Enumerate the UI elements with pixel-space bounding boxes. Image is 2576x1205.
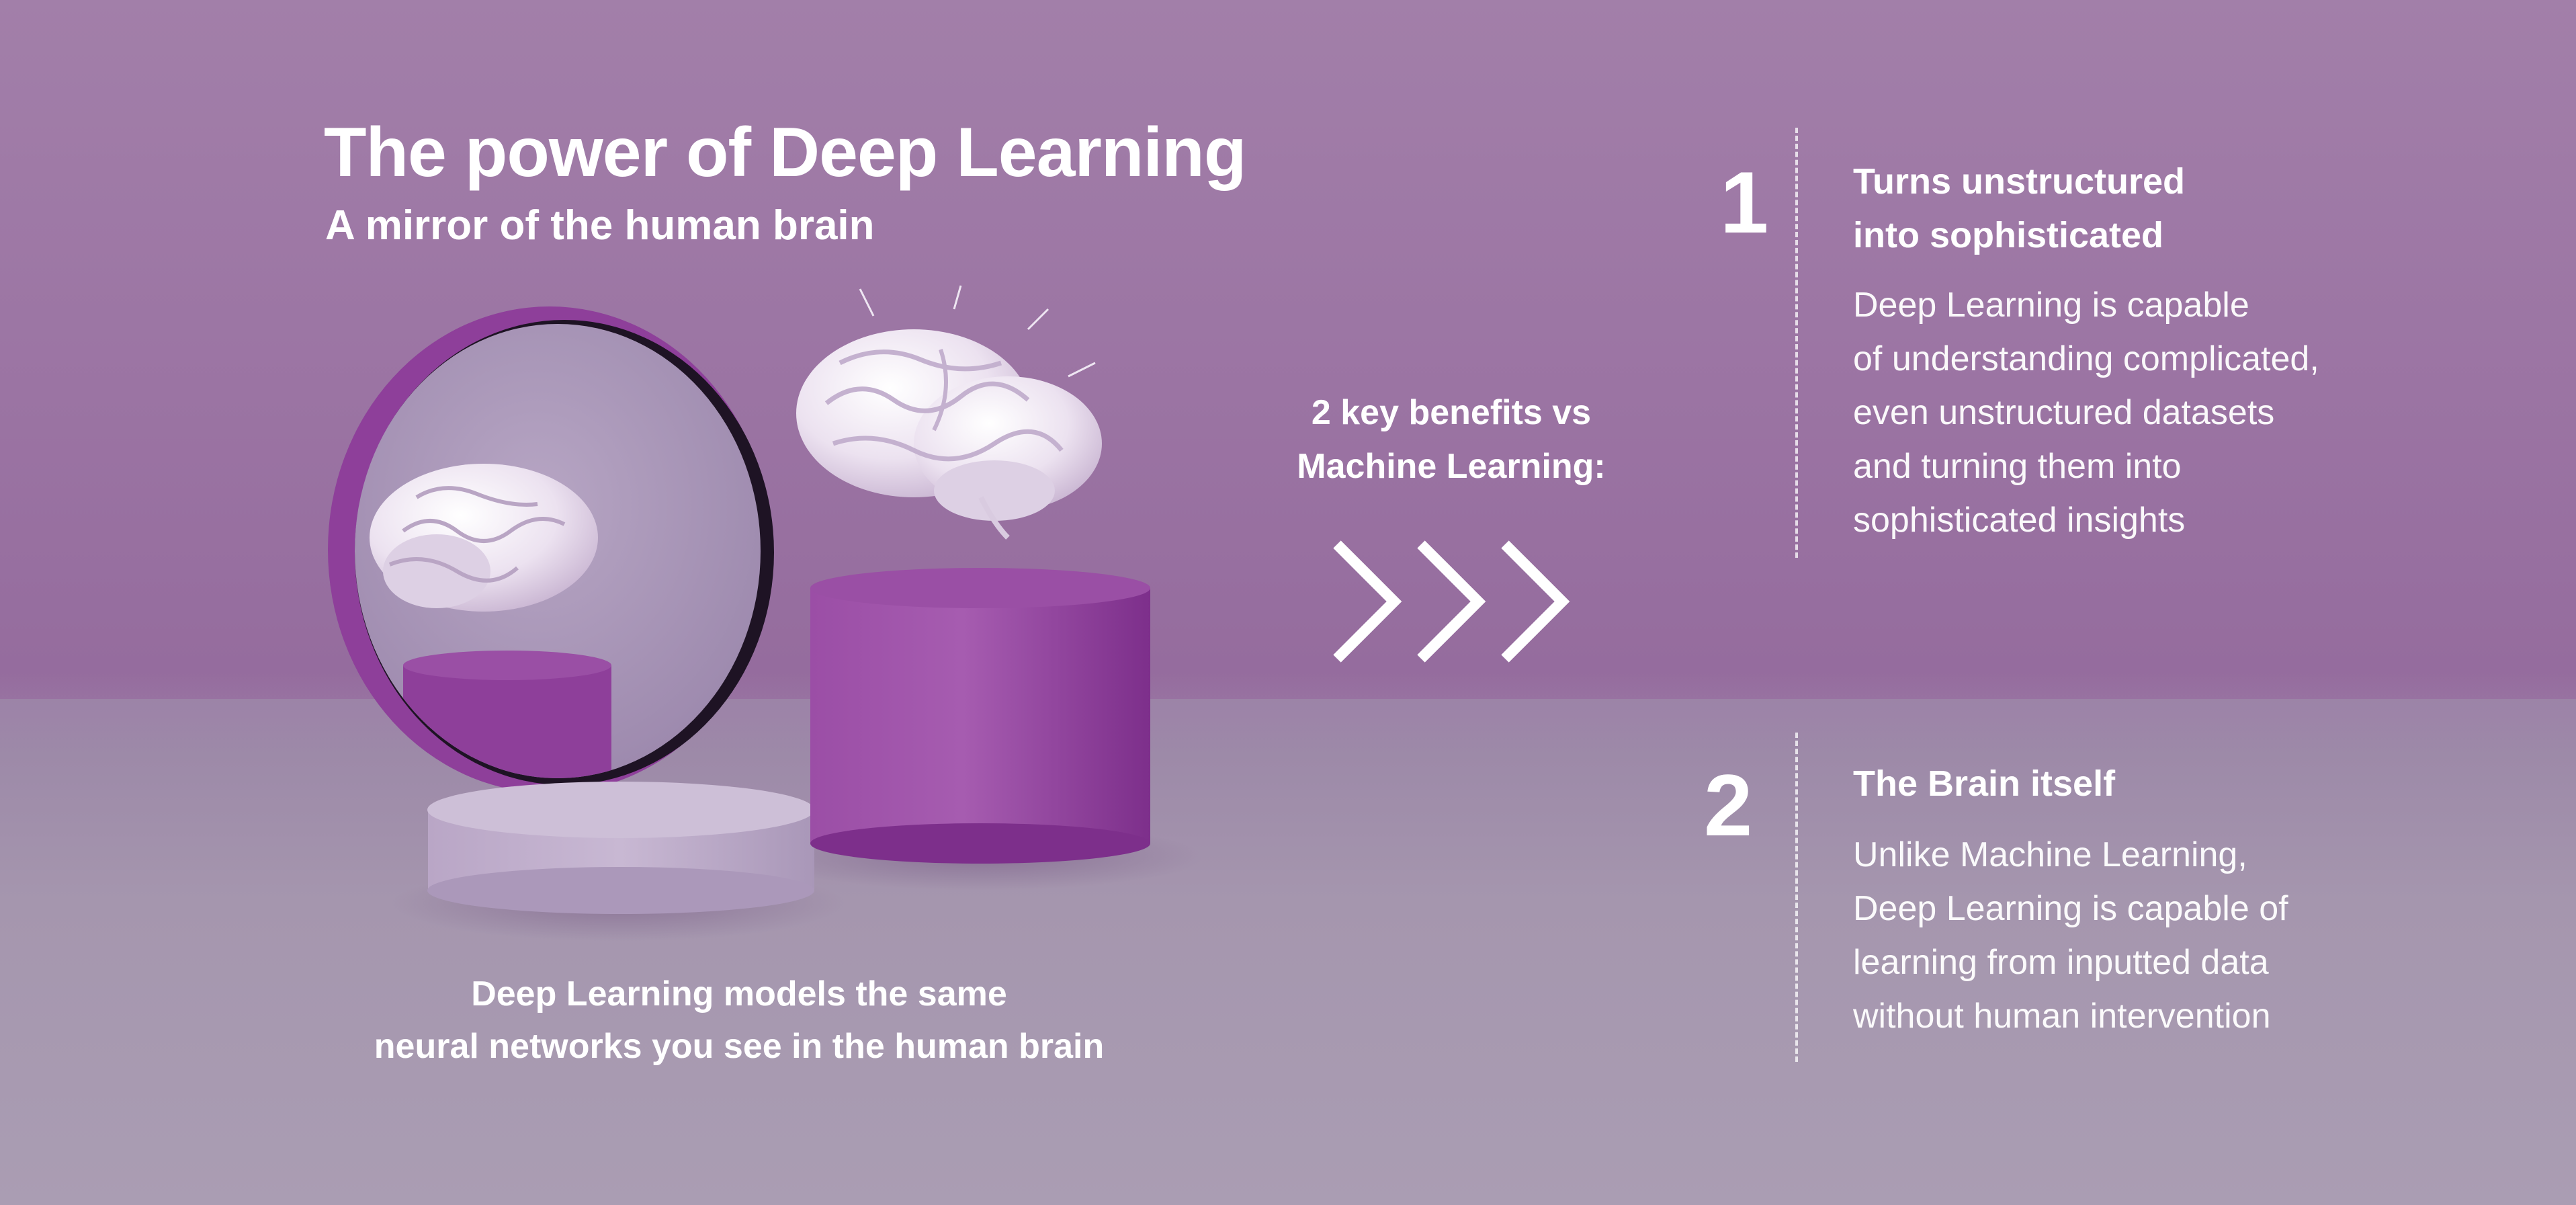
page-subtitle: A mirror of the human brain bbox=[325, 202, 875, 249]
benefit-divider bbox=[1795, 733, 1798, 1062]
benefit-text-line: sophisticated insights bbox=[1853, 501, 2186, 540]
benefit-text-line: of understanding complicated, bbox=[1853, 339, 2319, 378]
benefit-title-line: into sophisticated bbox=[1853, 215, 2164, 255]
benefits-intro: 2 key benefits vs Machine Learning: bbox=[1250, 386, 1653, 493]
brain-icon bbox=[796, 285, 1102, 540]
illustration-caption: Deep Learning models the same neural net… bbox=[269, 968, 1209, 1073]
benefit-number: 1 bbox=[1720, 153, 1769, 251]
benefits-intro-line: Machine Learning: bbox=[1297, 447, 1606, 486]
benefit-description: Unlike Machine Learning, Deep Learning i… bbox=[1853, 828, 2288, 1043]
benefit-text-line: without human intervention bbox=[1853, 997, 2271, 1036]
benefit-description: Deep Learning is capable of understandin… bbox=[1853, 278, 2319, 547]
benefit-divider bbox=[1795, 128, 1798, 558]
benefit-text-line: Deep Learning is capable of bbox=[1853, 889, 2288, 928]
benefit-text-line: Unlike Machine Learning, bbox=[1853, 835, 2247, 874]
cylinder-top bbox=[810, 568, 1150, 608]
cylinder-side bbox=[810, 588, 1150, 843]
caption-line: neural networks you see in the human bra… bbox=[374, 1027, 1105, 1066]
benefit-title: Turns unstructured into sophisticated bbox=[1853, 155, 2185, 262]
benefit-title-line: Turns unstructured bbox=[1853, 161, 2186, 202]
benefit-number: 2 bbox=[1704, 756, 1753, 854]
benefit-text-line: Deep Learning is capable bbox=[1853, 286, 2249, 325]
benefit-title-line: The Brain itself bbox=[1853, 763, 2116, 804]
triple-chevron-right-icon bbox=[1333, 540, 1570, 663]
benefit-text-line: even unstructured datasets bbox=[1853, 393, 2275, 432]
background-floor bbox=[0, 699, 2576, 1205]
benefit-text-line: and turning them into bbox=[1853, 447, 2182, 486]
pedestal-top bbox=[427, 782, 814, 838]
page-title: The power of Deep Learning bbox=[324, 114, 1246, 192]
benefit-text-line: learning from inputted data bbox=[1853, 943, 2269, 982]
benefits-intro-line: 2 key benefits vs bbox=[1311, 393, 1592, 432]
caption-line: Deep Learning models the same bbox=[471, 974, 1007, 1013]
benefit-title: The Brain itself bbox=[1853, 757, 2115, 811]
